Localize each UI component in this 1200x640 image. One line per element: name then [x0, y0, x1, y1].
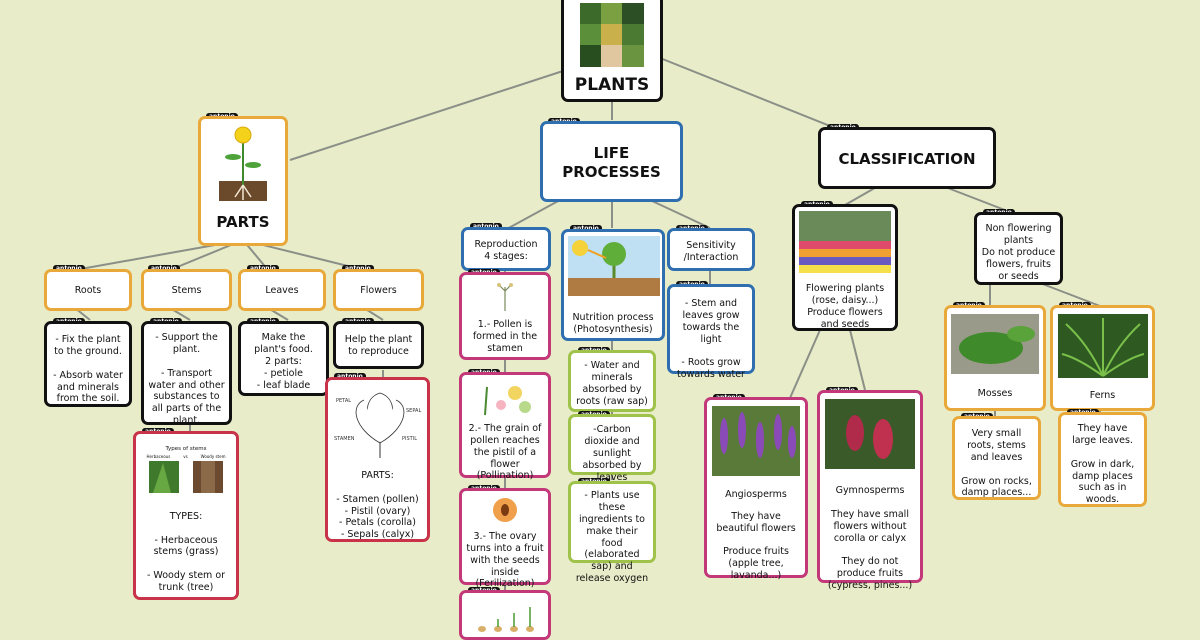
photosynthesis-image — [568, 236, 660, 296]
flower-label-stamen: STAMEN — [334, 436, 355, 442]
gymnosperms-node[interactable]: Gymnosperms They have small flowers with… — [817, 390, 923, 591]
stem-types-node[interactable]: Types of stems Herbaceous vs Woody stem … — [133, 431, 239, 600]
reproduction-stage-1[interactable]: 1.- Pollen is formed in the stamen — [459, 272, 551, 360]
flower-garden-image — [799, 211, 891, 273]
nutrition-node[interactable]: Nutrition process (Photosynthesis) — [561, 229, 665, 341]
stems-node[interactable]: Stems — [141, 269, 232, 311]
gymnosperms-label: Gymnosperms — [835, 484, 905, 496]
mosses-image — [951, 314, 1039, 374]
reproduction-stage-2[interactable]: 2.- The grain of pollen reaches the pist… — [459, 372, 551, 481]
flower-parts-text: PARTS: - Stamen (pollen) - Pistil (ovary… — [336, 469, 419, 541]
reproduction-stage-3[interactable]: 3.- The ovary turns into a fruit with th… — [459, 488, 551, 589]
ferns-label: Ferns — [1089, 389, 1116, 401]
flower-parts-image: PETAL SEPAL STAMEN PISTIL — [334, 392, 421, 458]
ferns-detail: They have large leaves. Grow in dark, da… — [1058, 412, 1147, 507]
roots-node[interactable]: Roots — [44, 269, 132, 311]
ferns-node[interactable]: Ferns — [1050, 305, 1155, 411]
mosses-detail: Very small roots, stems and leaves Grow … — [952, 416, 1041, 500]
flowering-plants-text: Flowering plants (rose, daisy...) Produc… — [805, 282, 885, 330]
angiosperms-detail: They have beautiful flowers Produce frui… — [716, 510, 796, 582]
stage-1-text: 1.- Pollen is formed in the stamen — [472, 318, 538, 354]
leaves-node[interactable]: Leaves — [238, 269, 326, 311]
nutrition-step-1: - Water and minerals absorbed by roots (… — [568, 350, 656, 412]
parts-title: PARTS — [216, 212, 270, 231]
plant-diagram-image — [219, 126, 267, 201]
nutrition-step-2: -Carbon dioxide and sunlight absorbed by… — [568, 414, 656, 483]
stem-types-image — [149, 460, 223, 493]
stem-types-text: TYPES: - Herbaceous stems (grass) - Wood… — [146, 510, 226, 593]
vs-caption: vs — [183, 453, 188, 459]
pollination-image — [484, 386, 531, 416]
classification-title: CLASSIFICATION — [838, 150, 976, 168]
root-node[interactable]: PLANTS — [561, 0, 663, 102]
gymnosperms-detail: They have small flowers without corolla … — [827, 508, 913, 591]
stage-3-text: 3.- The ovary turns into a fruit with th… — [466, 530, 544, 590]
ferns-image — [1057, 314, 1148, 378]
woody-caption: Woody stem — [200, 453, 226, 459]
reproduction-stage-4[interactable] — [459, 590, 551, 640]
mosses-node[interactable]: Mosses — [944, 305, 1046, 411]
fertilization-image — [493, 498, 517, 522]
flower-parts-node[interactable]: PETAL SEPAL STAMEN PISTIL PARTS: - Stame… — [325, 377, 430, 542]
flower-label-sepal: SEPAL — [406, 408, 421, 414]
parts-node[interactable]: PARTS — [198, 116, 288, 246]
stem-types-image-title: Types of stems — [165, 446, 207, 452]
flower-label-petal: PETAL — [336, 398, 351, 404]
flowering-plants-node[interactable]: Flowering plants (rose, daisy...) Produc… — [792, 204, 898, 331]
flowers-label: Flowers — [360, 285, 397, 296]
sensitivity-detail: - Stem and leaves grow towards the light… — [667, 284, 755, 380]
reproduction-node[interactable]: Reproduction 4 stages: — [461, 227, 551, 271]
life-processes-title: LIFE PROCESSES — [562, 144, 661, 181]
flowers-node[interactable]: Flowers — [333, 269, 424, 311]
mosses-label: Mosses — [977, 387, 1013, 399]
sensitivity-node[interactable]: Sensitivity /Interaction — [667, 228, 755, 271]
stems-detail: - Support the plant. - Transport water a… — [141, 321, 232, 426]
life-processes-node[interactable]: LIFE PROCESSES — [540, 121, 683, 202]
lavender-image — [712, 406, 800, 476]
angiosperms-node[interactable]: Angiosperms They have beautiful flowers … — [704, 397, 808, 581]
angiosperms-label: Angiosperms — [725, 488, 787, 500]
nutrition-step-3: - Plants use these ingredients to make t… — [568, 481, 656, 584]
classification-node[interactable]: CLASSIFICATION — [818, 127, 996, 189]
pollen-formation-image — [497, 283, 513, 311]
non-flowering-node[interactable]: Non flowering plants Do not produce flow… — [974, 212, 1063, 285]
flower-label-pistil: PISTIL — [402, 436, 417, 442]
stems-label: Stems — [171, 285, 202, 296]
plants-collage-image — [580, 3, 644, 67]
herbaceous-caption: Herbaceous — [146, 453, 171, 459]
germination-image — [478, 607, 534, 632]
roots-detail: - Fix the plant to the ground. - Absorb … — [44, 321, 132, 407]
roots-label: Roots — [74, 285, 102, 296]
leaves-detail: Make the plant's food. 2 parts: - petiol… — [238, 321, 329, 396]
leaves-label: Leaves — [265, 285, 299, 296]
pine-cones-image — [825, 399, 915, 469]
flowers-detail: Help the plant to reproduce — [333, 321, 424, 369]
nutrition-label: Nutrition process (Photosynthesis) — [572, 311, 654, 335]
root-title: PLANTS — [574, 74, 650, 95]
stage-2-text: 2.- The grain of pollen reaches the pist… — [468, 422, 542, 482]
